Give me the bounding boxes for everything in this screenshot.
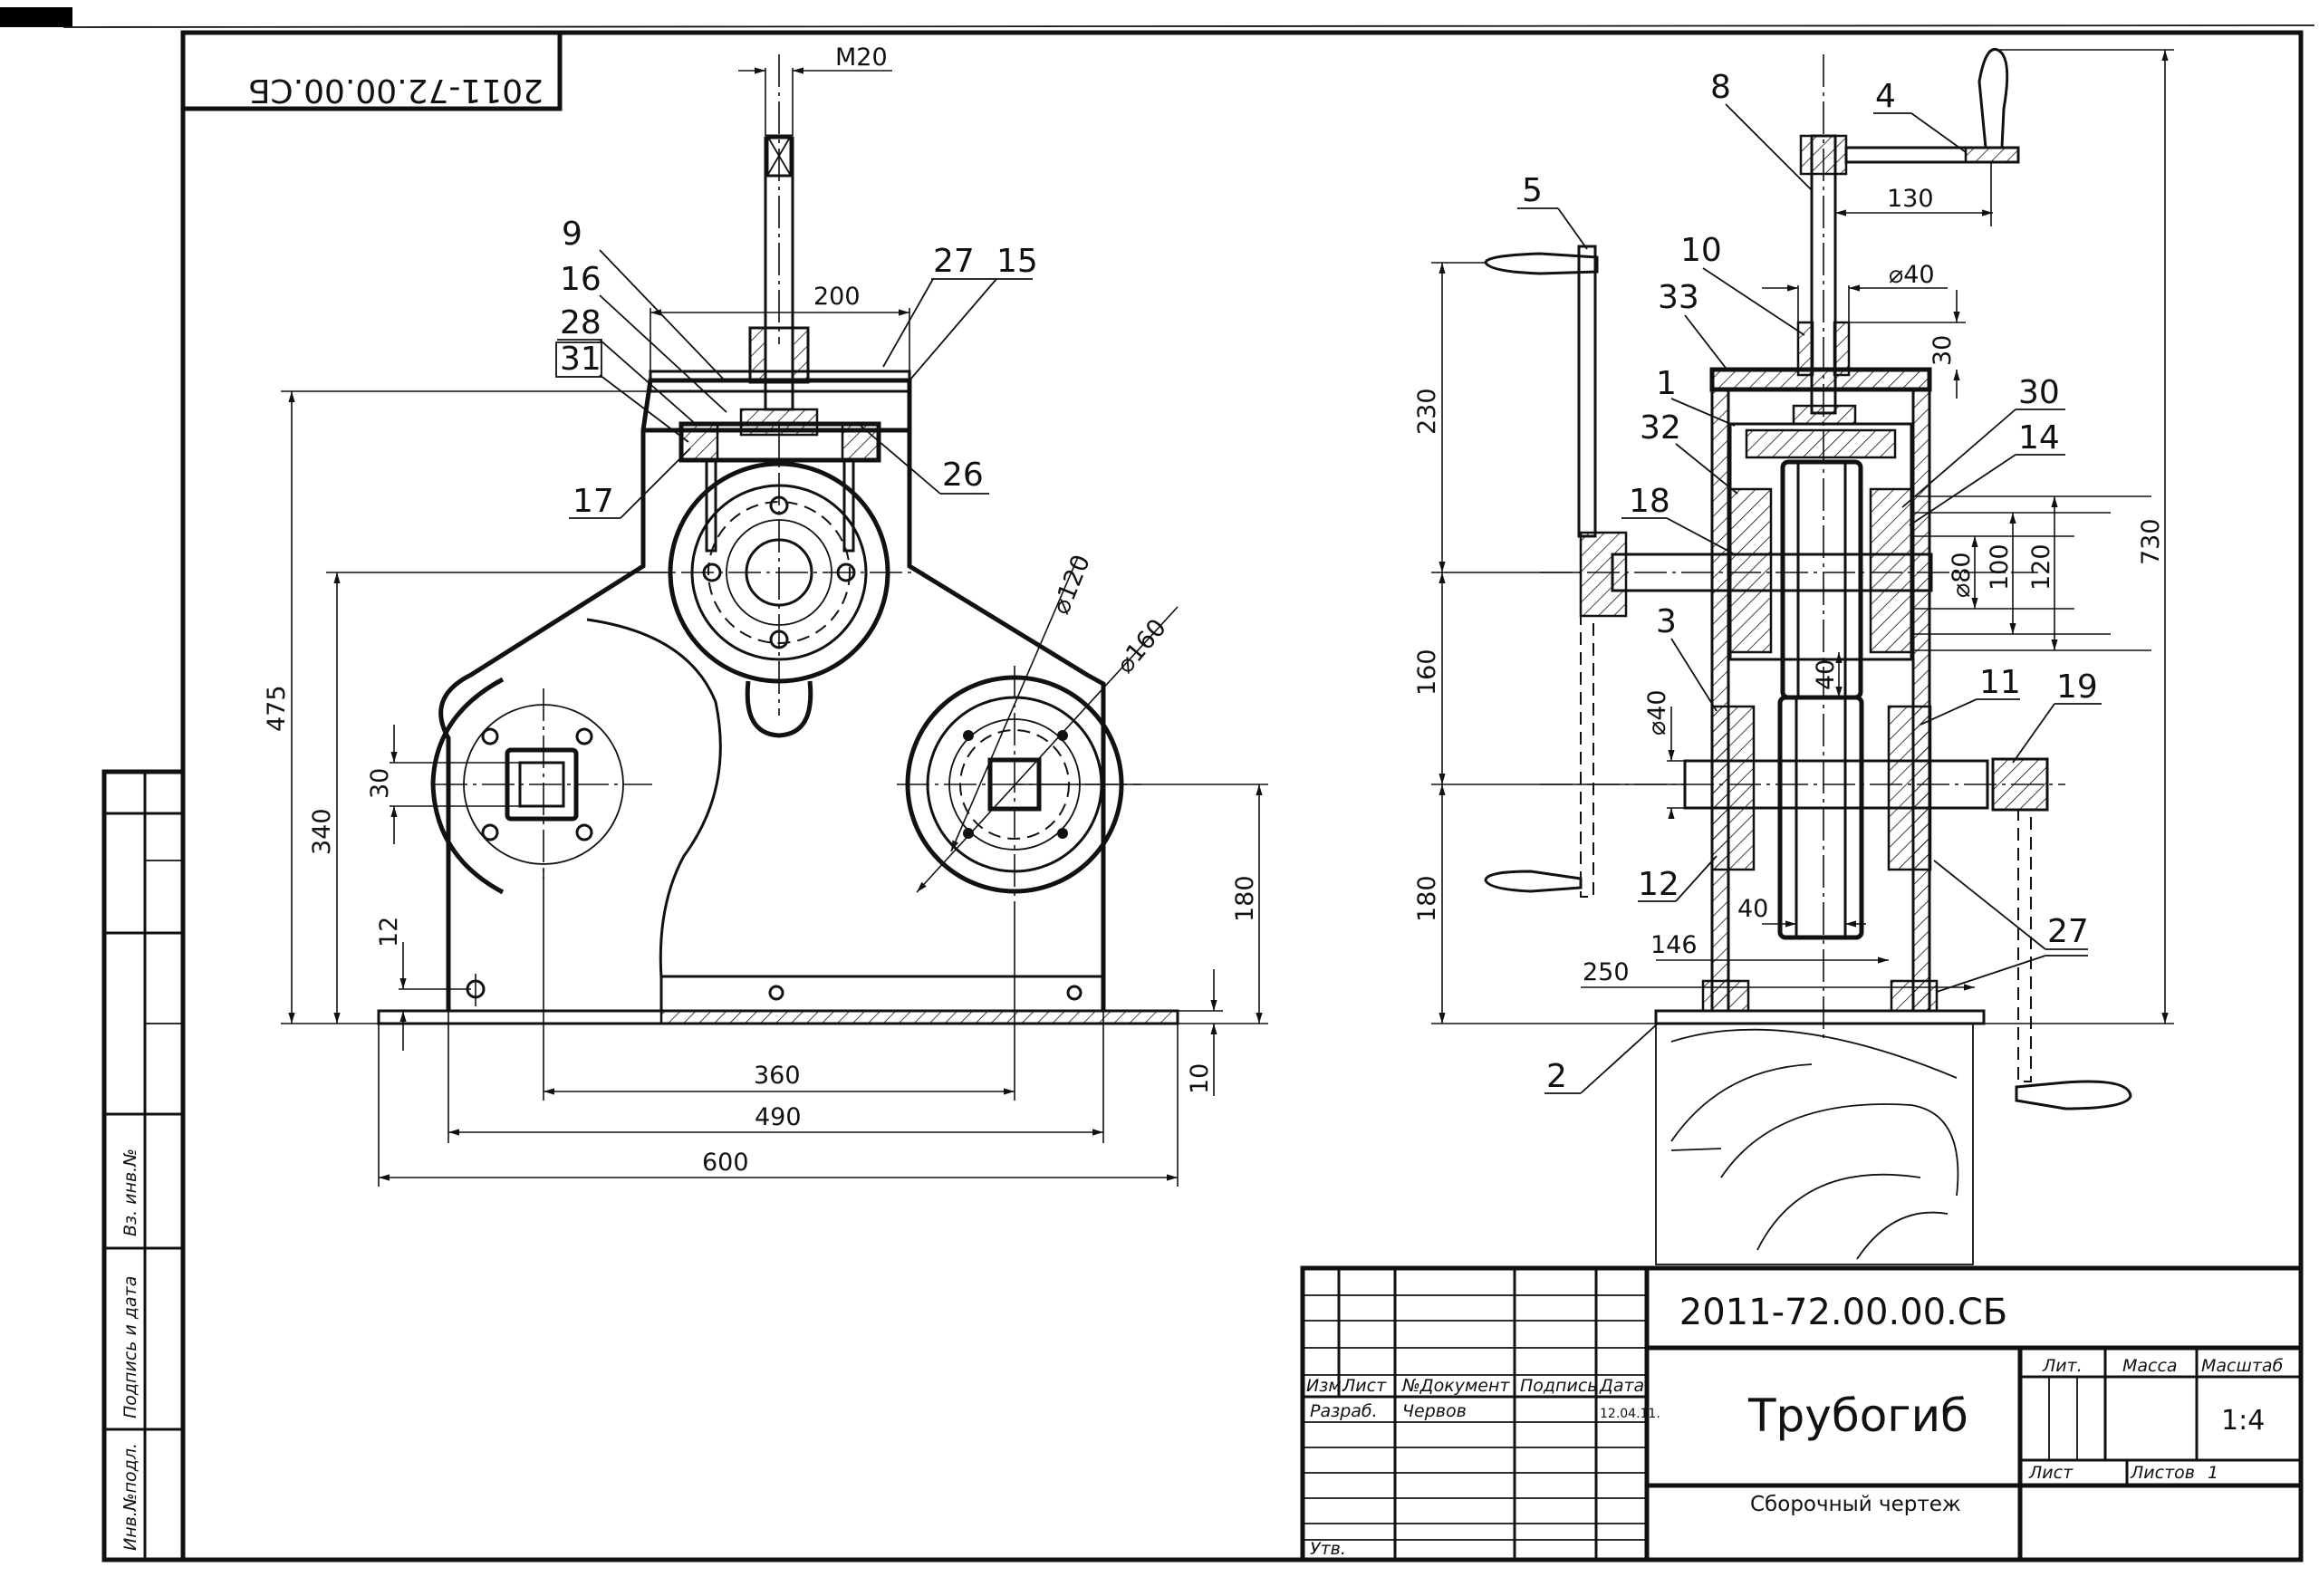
front-view [377,54,1179,1025]
dim-160-side: 160 [1413,649,1441,696]
dim-180-side: 180 [1413,875,1441,922]
tb-data: Дата [1599,1376,1644,1396]
part-16: 16 [560,261,601,298]
part-3: 3 [1656,603,1677,640]
side-base [1654,1009,1986,1025]
dim-200: 200 [813,283,861,311]
tb-title: Трубогиб [1747,1389,1968,1442]
tb-ndoc: №Документ [1401,1376,1510,1396]
dim-40-gap: 40 [1812,659,1840,690]
dim-475: 475 [263,685,291,732]
title-block: Изм. Лист №Документ Подпись Дата Разраб.… [1300,1265,2304,1562]
side-view-dimensions: 130 ⌀40 30 230 160 180 730 [1413,49,2174,1024]
dim-490: 490 [755,1103,802,1131]
dim-230: 230 [1413,388,1441,435]
tb-doc-type: Сборочный чертеж [1750,1493,1961,1516]
tb-utv: Утв. [1310,1539,1346,1559]
dim-d80: ⌀80 [1948,552,1976,598]
part-30: 30 [2018,374,2060,411]
dim-130: 130 [1887,185,1934,213]
part-33: 33 [1658,279,1699,316]
tb-listov: Листов [2130,1463,2195,1483]
part-5: 5 [1522,172,1543,209]
part-19: 19 [2056,668,2098,706]
dim-10: 10 [1186,1063,1214,1094]
side-view [1484,47,2132,1265]
mirrored-code-text: 2011-72.00.00.СБ [248,72,544,109]
scan-mark [0,7,72,27]
tb-podpis: Подпись [1520,1376,1597,1396]
tb-razrab: Разраб. [1310,1401,1378,1421]
part-11: 11 [1979,664,2021,701]
part-27-front: 27 [933,243,975,280]
part-12: 12 [1638,866,1679,903]
vz-inv-label: Вз. инв.№ [120,1149,140,1236]
part-26: 26 [942,457,984,494]
part-31: 31 [560,341,601,378]
part-14: 14 [2018,419,2060,457]
podpis-data-label: Подпись и дата [120,1276,140,1418]
part-32: 32 [1640,409,1681,447]
tb-lit: Лит. [2042,1356,2083,1376]
dim-250: 250 [1583,958,1630,986]
frame-body [438,378,1106,1011]
dim-340: 340 [308,808,336,855]
part-18: 18 [1629,483,1670,520]
dim-730: 730 [2137,518,2165,565]
tb-masshtab: Масштаб [2201,1356,2284,1376]
dim-12: 12 [375,917,403,947]
dim-40-horiz: 40 [1737,895,1768,923]
tb-author: Червов [1402,1401,1467,1421]
tb-date: 12.04.11. [1600,1407,1660,1421]
tb-list: Лист [1342,1376,1387,1396]
part-10: 10 [1680,232,1722,269]
part-9: 9 [562,216,582,253]
part-8: 8 [1710,69,1731,106]
dim-180-front: 180 [1231,875,1259,922]
side-view-part-callouts: 8 4 5 10 33 1 32 18 3 30 14 11 19 12 [1517,69,2102,1095]
dim-d120: ⌀120 [1047,551,1096,618]
part-27-side: 27 [2047,913,2089,950]
dim-d40-top: ⌀40 [1889,261,1935,289]
dim-30-front: 30 [366,768,394,799]
dim-360: 360 [754,1062,801,1090]
dim-30-side: 30 [1929,335,1957,366]
inv-podl-label: Инв.№подл. [120,1443,140,1551]
part-15: 15 [996,243,1038,280]
left-inventory-strip: Инв.№подл. Подпись и дата Вз. инв.№ [101,769,186,1562]
tb-listov-value: 1 [2208,1463,2218,1483]
tb-massa: Масса [2122,1356,2178,1376]
dim-120-side: 120 [2027,543,2055,591]
part-28: 28 [560,304,601,341]
dim-100: 100 [1986,543,2014,591]
dim-m20: M20 [835,43,888,72]
tb-scale: 1:4 [2221,1405,2265,1437]
dim-d40-lower: ⌀40 [1643,689,1671,736]
tb-list-bottom: Лист [2028,1463,2074,1483]
dim-600: 600 [702,1149,749,1177]
part-17: 17 [573,483,614,520]
part-2: 2 [1546,1058,1567,1095]
part-1: 1 [1656,365,1677,402]
tb-code: 2011-72.00.00.СБ [1679,1292,2007,1333]
front-view-part-callouts: 9 16 28 31 27 15 17 26 [555,216,1038,520]
tb-izm: Изм. [1306,1376,1347,1396]
dim-146: 146 [1650,931,1698,959]
mirrored-code-box: 2011-72.00.00.СБ [183,33,563,111]
part-4: 4 [1875,78,1896,115]
